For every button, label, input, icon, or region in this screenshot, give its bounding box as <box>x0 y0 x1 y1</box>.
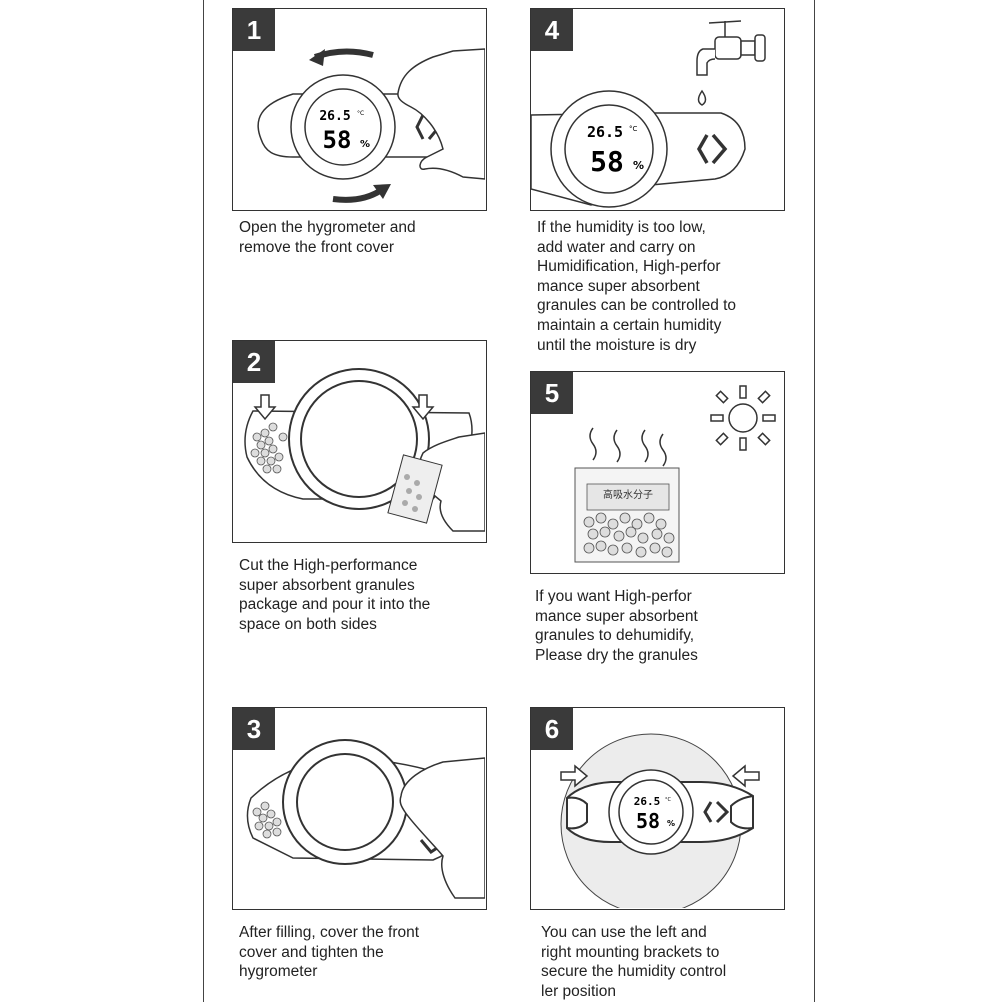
sun-icon <box>710 385 776 451</box>
left-bracket <box>566 796 588 830</box>
hygrometer-body <box>531 112 746 206</box>
display-ring <box>618 779 684 845</box>
granules-left <box>250 422 288 474</box>
humidity-readout: 58 <box>636 809 660 833</box>
hand-icon <box>399 757 485 899</box>
inner-ring <box>296 753 394 851</box>
recycle-icon <box>703 800 730 824</box>
step-5-number: 5 <box>531 372 573 414</box>
recycle-icon <box>696 133 728 165</box>
hand-icon <box>397 48 485 180</box>
mounting-arrow-icon <box>560 764 760 788</box>
step-4-illustration: 26.5 °C 58 % <box>531 20 766 208</box>
temperature-readout: 26.5 <box>319 109 350 124</box>
step-2-number: 2 <box>233 341 275 383</box>
humidity-unit: % <box>360 139 370 150</box>
step-1-number: 1 <box>233 9 275 51</box>
water-tap-icon <box>696 20 766 76</box>
humidity-unit: % <box>633 159 644 172</box>
granule-packet <box>387 454 443 524</box>
step-3-panel: 3 <box>232 707 487 910</box>
inner-ring <box>300 380 418 498</box>
step-6-illustration: 26.5 °C 58 % <box>560 733 760 908</box>
step-1-illustration: 26.5 °C 58 % <box>257 48 485 203</box>
step-5-panel: 高吸水分子 5 <box>530 371 785 574</box>
step-6-number: 6 <box>531 708 573 750</box>
step-4-number: 4 <box>531 9 573 51</box>
package-label: 高吸水分子 <box>603 488 653 501</box>
temperature-unit: °C <box>357 110 364 117</box>
humidity-readout: 58 <box>590 145 624 178</box>
display-ring <box>304 88 382 166</box>
step-2-panel: 2 <box>232 340 487 543</box>
step-1-caption: Open the hygrometer and remove the front… <box>239 219 416 256</box>
rotate-arrows-icon <box>309 48 391 203</box>
temperature-readout: 26.5 <box>634 795 661 808</box>
step-6-panel: 26.5 °C 58 % 6 <box>530 707 785 910</box>
step-5-illustration: 高吸水分子 <box>574 385 776 563</box>
step-3-number: 3 <box>233 708 275 750</box>
humidity-unit: % <box>667 819 675 828</box>
display-ring <box>564 104 654 194</box>
step-3-caption: After filling, cover the front cover and… <box>239 924 420 981</box>
step-5-caption: If you want High-perfor mance super abso… <box>535 588 698 664</box>
right-bracket <box>730 795 754 830</box>
humidity-readout: 58 <box>323 126 352 154</box>
granules-left <box>252 801 282 839</box>
step-4-panel: 26.5 °C 58 % 4 <box>530 8 785 211</box>
temperature-unit: °C <box>665 797 672 803</box>
instruction-sheet <box>203 0 815 1002</box>
temperature-readout: 26.5 <box>587 123 623 141</box>
temperature-unit: °C <box>629 125 638 133</box>
step-1-panel: 26.5 °C 58 % 1 <box>232 8 487 211</box>
step-6-caption: You can use the left and right mounting … <box>541 924 727 1000</box>
down-arrow-icon <box>253 394 435 421</box>
step-2-illustration <box>244 368 485 532</box>
step-3-illustration <box>246 739 485 899</box>
water-drop-icon <box>697 89 707 106</box>
granule-packet: 高吸水分子 <box>574 467 680 563</box>
step-2-caption: Cut the High-performance super absorbent… <box>239 557 431 633</box>
step-4-caption: If the humidity is too low, add water an… <box>537 219 737 354</box>
steam-icon <box>589 427 667 467</box>
